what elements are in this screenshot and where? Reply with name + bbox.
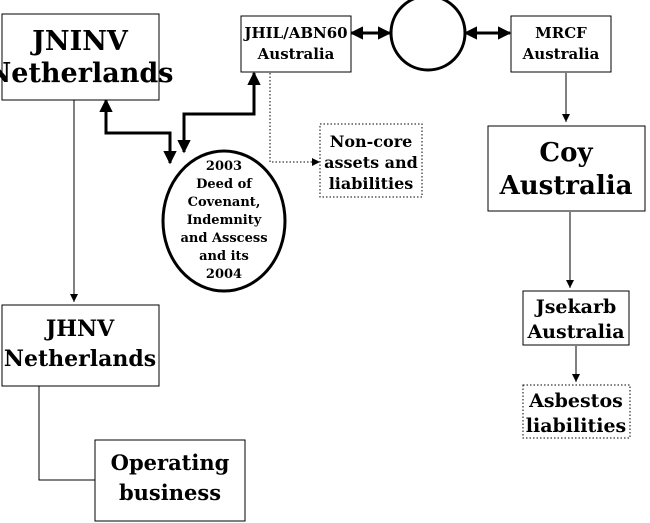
node-asbestos-line2: liabilities <box>526 415 626 437</box>
connector-jninv-deed <box>99 98 177 165</box>
node-deed-line5: and Asscess <box>180 231 267 246</box>
node-coy: Coy Australia <box>487 125 646 212</box>
node-deed-line4: Indemnity <box>187 213 262 228</box>
connector-jhnv-operating <box>38 386 95 481</box>
node-jhnv-line1: JHNV <box>44 316 115 342</box>
node-deed: 2003 Deed of Covenant, Indemnity and Ass… <box>161 149 287 293</box>
node-deed-line1: 2003 <box>206 159 242 174</box>
node-deed-line2: Deed of <box>196 177 253 192</box>
node-non-core-box <box>319 123 423 198</box>
node-mrcf-line2: Australia <box>522 45 600 63</box>
node-non-core: Non-core assets and liabilities <box>319 123 423 198</box>
node-asbestos: Asbestos liabilities <box>522 384 631 439</box>
node-coy-box <box>487 125 646 212</box>
node-operating: Operating business <box>94 439 246 522</box>
node-jninv-box <box>1 13 160 101</box>
node-non-core-line2: assets and <box>324 153 418 172</box>
node-jsekarb-box <box>522 290 630 346</box>
node-deed-line7: 2004 <box>206 267 242 282</box>
node-jhil-line1: JHIL/ABN60 <box>242 24 347 42</box>
node-deed-line6: and its <box>199 249 249 264</box>
node-jhnv: JHNV Netherlands <box>1 304 160 387</box>
node-jhil: JHIL/ABN60 Australia <box>240 15 352 73</box>
node-mrcf: MRCF Australia <box>510 15 612 73</box>
node-operating-line1: Operating <box>111 450 230 475</box>
node-jninv-line1: JNINV <box>30 26 129 57</box>
node-mrcf-box <box>510 15 612 73</box>
connector-jhil-deed <box>177 71 261 154</box>
node-jsekarb: Jsekarb Australia <box>522 290 630 346</box>
connector-jhil-noncore <box>269 73 320 166</box>
node-operating-line2: business <box>119 480 221 505</box>
node-non-core-line1: Non-core <box>330 132 413 151</box>
node-jhnv-box <box>1 304 160 387</box>
node-jhnv-line2: Netherlands <box>4 346 156 372</box>
node-jhil-line2: Australia <box>257 45 335 63</box>
node-jhil-box <box>240 15 352 73</box>
center-circle <box>389 0 467 72</box>
node-operating-box <box>94 439 246 522</box>
node-jninv-line2: Netherlands <box>0 58 173 89</box>
node-non-core-line3: liabilities <box>329 174 414 193</box>
node-coy-line2: Australia <box>499 171 633 201</box>
node-jninv: JNINV Netherlands <box>0 13 173 101</box>
node-jsekarb-line1: Jsekarb <box>534 296 617 318</box>
node-coy-line1: Coy <box>539 138 593 168</box>
node-asbestos-box <box>522 384 631 439</box>
node-deed-ellipse <box>161 149 287 293</box>
node-deed-line3: Covenant, <box>188 195 261 210</box>
node-jsekarb-line2: Australia <box>526 321 624 343</box>
node-mrcf-line1: MRCF <box>535 24 587 42</box>
node-asbestos-line1: Asbestos <box>528 390 623 412</box>
